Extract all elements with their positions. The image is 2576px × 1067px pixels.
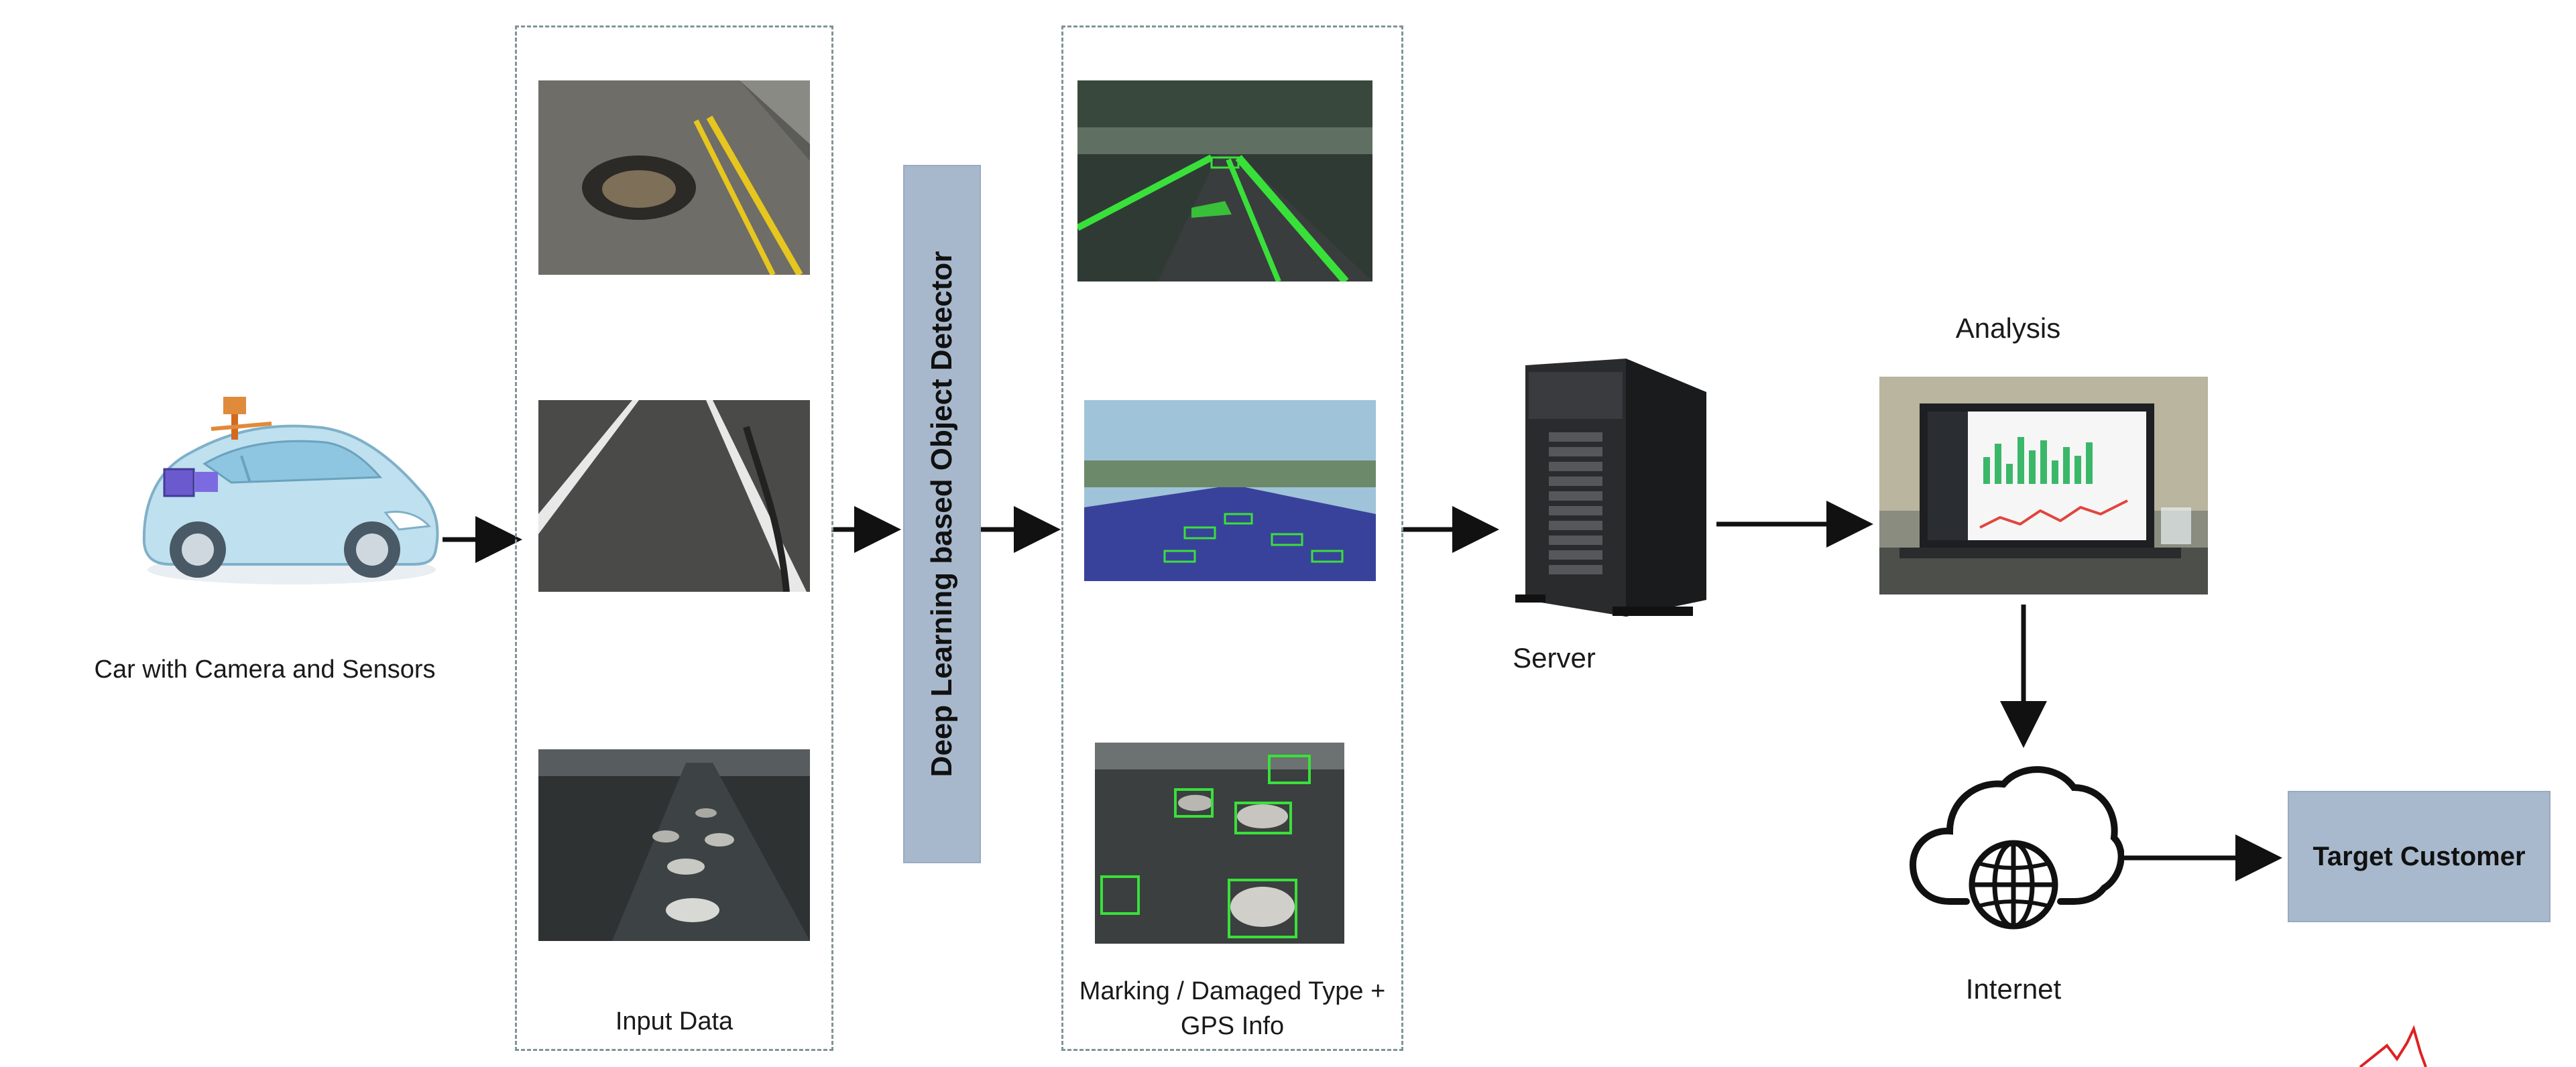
car-icon [131, 389, 446, 603]
input-data-box [515, 25, 833, 1051]
output-label-line2: GPS Info [1180, 1012, 1285, 1040]
internet-label: Internet [1965, 973, 2062, 1005]
output-label-line1: Marking / Damaged Type + [1079, 977, 1386, 1005]
server-label: Server [1513, 642, 1596, 674]
red-mark [2359, 1025, 2427, 1067]
target-customer-box: Target Customer [2288, 791, 2551, 922]
input-image-road-crack [538, 400, 810, 592]
output-image-road-lines [1084, 400, 1376, 581]
object-detector-box: Deep Learning based Object Detector [903, 165, 981, 863]
car-label: Car with Camera and Sensors [94, 655, 436, 684]
target-customer-label: Target Customer [2312, 841, 2526, 871]
output-image-lane-marking [1077, 80, 1372, 281]
output-image-pothole-detection [1095, 743, 1344, 944]
analysis-label: Analysis [1955, 312, 2061, 344]
object-detector-label: Deep Learning based Object Detector [925, 251, 958, 777]
server-tower-icon [1512, 352, 1730, 627]
output-box [1061, 25, 1403, 1051]
input-data-label: Input Data [615, 1007, 734, 1035]
laptop-dashboard-icon [1879, 377, 2208, 594]
input-image-pothole [538, 80, 810, 275]
input-image-potholes-wet [538, 749, 810, 941]
cloud-globe-icon [1903, 744, 2125, 948]
